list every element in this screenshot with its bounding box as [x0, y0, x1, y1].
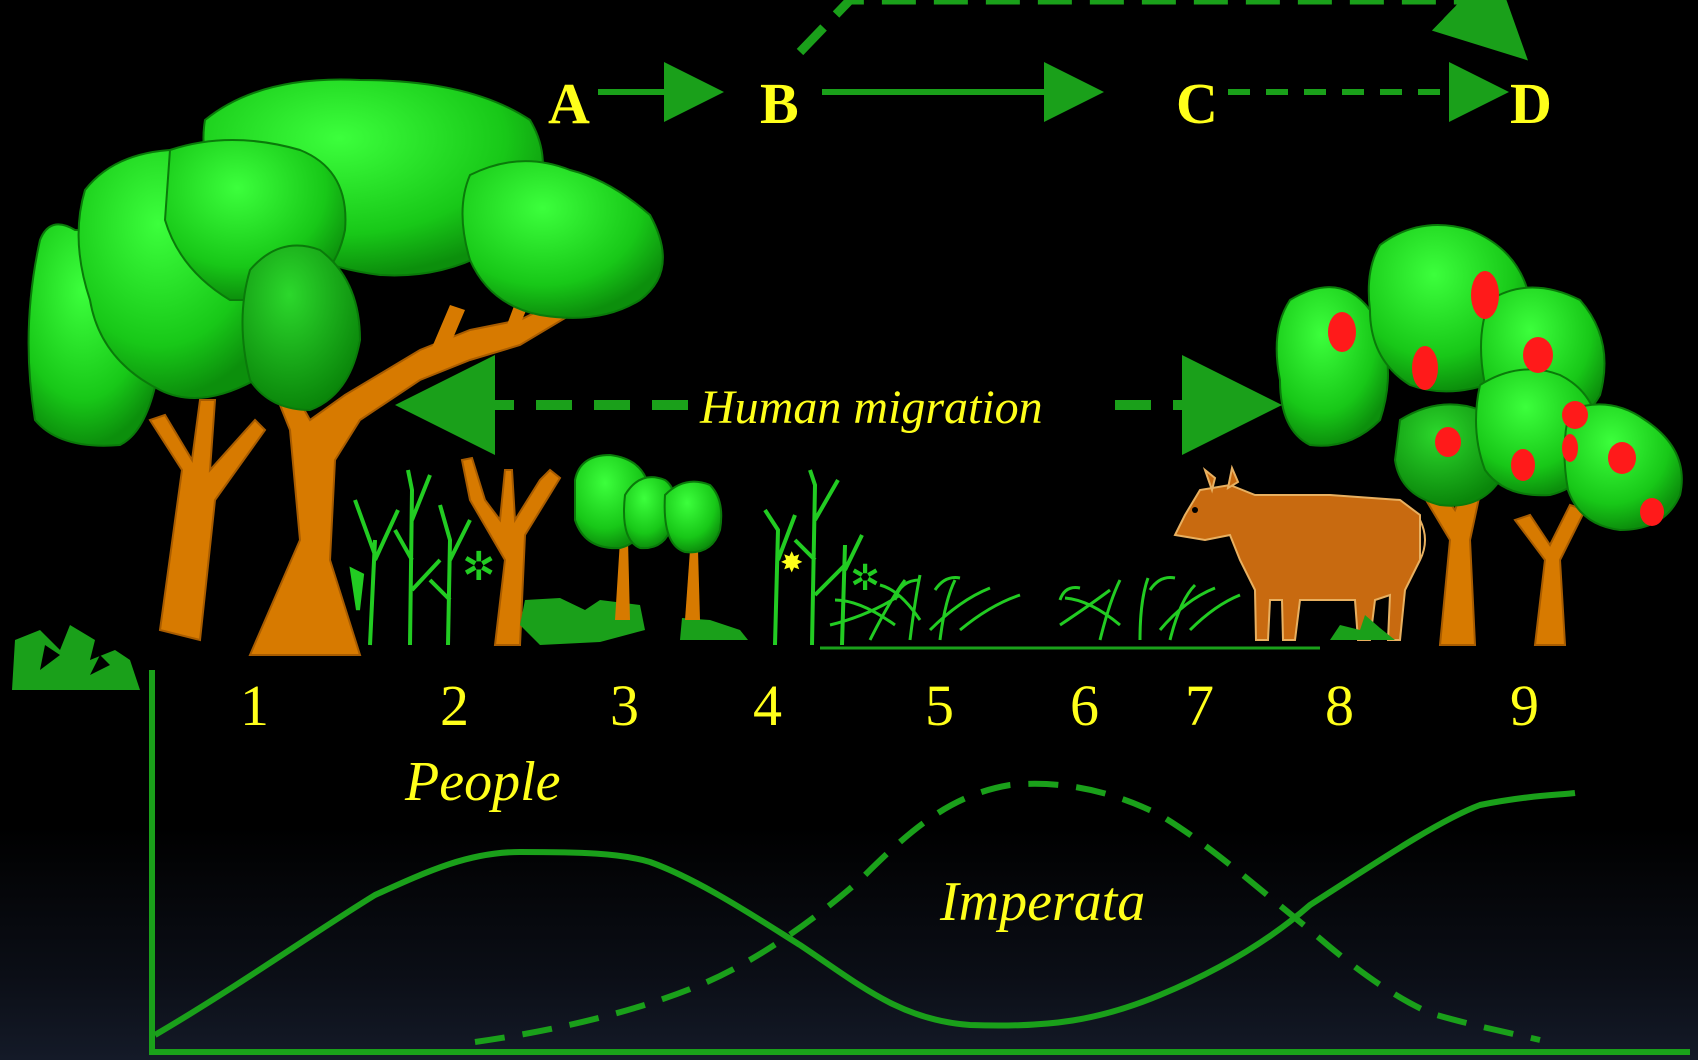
- fruit: [1608, 442, 1636, 474]
- large-tree-icon: [12, 80, 663, 691]
- stage-letter-a: A: [548, 71, 590, 136]
- fruit: [1435, 427, 1461, 457]
- fruit: [1412, 346, 1438, 390]
- stage-number-5: 5: [925, 673, 954, 738]
- people-curve: [155, 793, 1575, 1035]
- top-dashed-arrow: [800, 0, 1515, 52]
- stage-number-1: 1: [240, 673, 269, 738]
- migration-label: Human migration: [699, 381, 1043, 434]
- young-tree-icon: [575, 455, 721, 620]
- people-label: People: [404, 751, 560, 813]
- fruit: [1562, 401, 1588, 429]
- fruit: [1328, 312, 1356, 352]
- stage-numbers: 1 2 3 4 5 6 7 8 9: [240, 673, 1539, 738]
- cow-icon: [1175, 468, 1425, 640]
- stage-letter-c: C: [1176, 71, 1218, 136]
- svg-text:✲: ✲: [462, 544, 496, 589]
- grass-clump-icon: [1060, 578, 1240, 641]
- fruit: [1562, 434, 1578, 462]
- svg-text:✲: ✲: [850, 558, 880, 598]
- stage-letter-d: D: [1510, 71, 1552, 136]
- graph-axes: [152, 670, 1690, 1052]
- corn-plant-icon: ✸ ✲: [765, 470, 880, 645]
- stage-number-4: 4: [753, 673, 782, 738]
- fruit: [1523, 337, 1553, 373]
- stage-number-7: 7: [1185, 673, 1214, 738]
- stage-number-6: 6: [1070, 673, 1099, 738]
- stage-number-2: 2: [440, 673, 469, 738]
- svg-text:✸: ✸: [780, 548, 803, 579]
- stage-number-3: 3: [610, 673, 639, 738]
- stage-number-8: 8: [1325, 673, 1354, 738]
- stage-letter-b: B: [760, 71, 799, 136]
- fruit: [1471, 271, 1499, 319]
- stage-number-9: 9: [1510, 673, 1539, 738]
- fruit: [1640, 498, 1664, 526]
- imperata-label: Imperata: [939, 871, 1145, 933]
- fruit: [1511, 449, 1535, 481]
